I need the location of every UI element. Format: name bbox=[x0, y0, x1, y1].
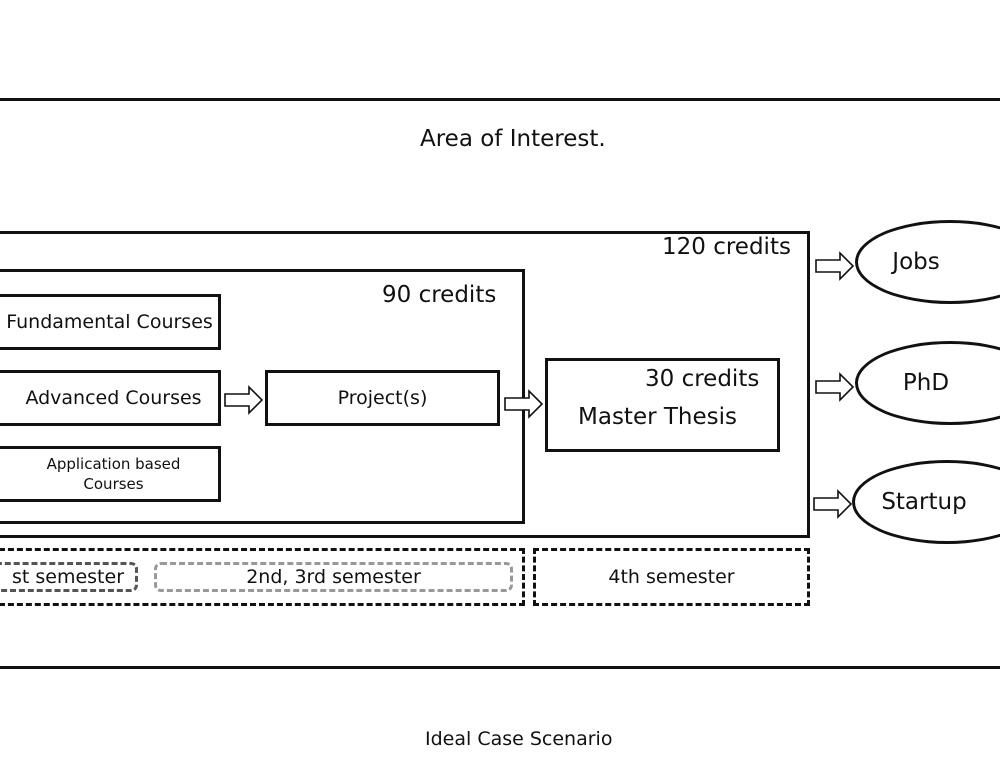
footer-label: Ideal Case Scenario bbox=[425, 728, 613, 750]
application-courses-label-line1: Application based bbox=[46, 454, 181, 473]
bottom-frame-line bbox=[0, 666, 1000, 669]
second-third-semester-label: 2nd, 3rd semester bbox=[246, 566, 421, 588]
advanced-courses-box: Advanced Courses bbox=[0, 370, 221, 426]
arrow-right-icon bbox=[813, 489, 853, 519]
phd-label: PhD bbox=[902, 370, 950, 396]
phd-ellipse: PhD bbox=[855, 341, 1000, 425]
inner-90-credits-box bbox=[0, 269, 525, 524]
area-of-interest-label: Area of Interest. bbox=[420, 126, 606, 152]
first-semester-label: st semester bbox=[11, 566, 125, 588]
project-box: Project(s) bbox=[265, 370, 500, 426]
master-thesis-box bbox=[545, 358, 780, 452]
second-third-semester-box: 2nd, 3rd semester bbox=[154, 562, 513, 592]
project-label: Project(s) bbox=[337, 387, 428, 409]
thesis-label: Master Thesis bbox=[578, 404, 737, 430]
fundamental-courses-box: Fundamental Courses bbox=[0, 294, 221, 350]
arrow-right-icon bbox=[504, 389, 544, 419]
application-courses-box: Application based Courses bbox=[0, 446, 221, 502]
outer-120-credits-label: 120 credits bbox=[662, 234, 791, 260]
outer-120-credits-box bbox=[0, 231, 810, 538]
fourth-semester-label: 4th semester bbox=[608, 566, 735, 588]
arrow-right-icon bbox=[815, 372, 855, 402]
thesis-credits-label: 30 credits bbox=[645, 366, 760, 392]
arrow-right-icon bbox=[224, 385, 264, 415]
top-frame-line bbox=[0, 98, 1000, 101]
jobs-ellipse: Jobs bbox=[855, 220, 1000, 304]
startup-ellipse: Startup bbox=[852, 460, 1000, 544]
fundamental-courses-label: Fundamental Courses bbox=[6, 311, 213, 333]
advanced-courses-label: Advanced Courses bbox=[25, 387, 202, 409]
jobs-label: Jobs bbox=[892, 249, 940, 275]
startup-label: Startup bbox=[881, 489, 967, 515]
semester-band-1-3 bbox=[0, 548, 525, 606]
fourth-semester-box: 4th semester bbox=[533, 548, 810, 606]
application-courses-label-line2: Courses bbox=[83, 475, 144, 493]
inner-90-credits-label: 90 credits bbox=[382, 282, 497, 308]
first-semester-box: st semester bbox=[0, 562, 138, 592]
arrow-right-icon bbox=[815, 251, 855, 281]
